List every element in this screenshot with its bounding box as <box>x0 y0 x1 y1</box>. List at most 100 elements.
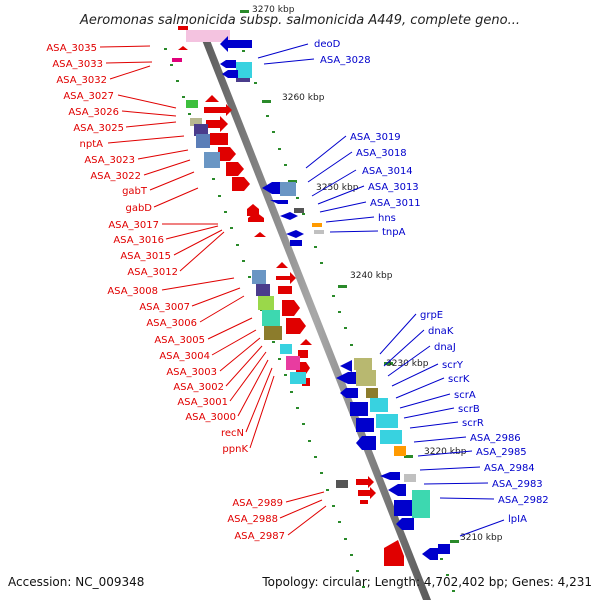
gene-label[interactable]: ASA_3025 <box>73 123 124 134</box>
gene-arrow-forward[interactable] <box>356 476 374 488</box>
gene-label[interactable]: hns <box>378 213 396 224</box>
gene-label[interactable]: ASA_3017 <box>108 220 159 231</box>
feature-block[interactable] <box>264 326 282 340</box>
gene-arrow-forward[interactable] <box>178 26 188 30</box>
gene-label[interactable]: ASA_2989 <box>232 498 283 509</box>
gene-arrow-reverse[interactable] <box>336 372 356 384</box>
gene-arrow-forward[interactable] <box>172 58 182 62</box>
gene-label[interactable]: deoD <box>314 39 341 50</box>
gene-arrow-forward[interactable] <box>248 212 264 222</box>
gene-label[interactable]: ASA_3003 <box>166 367 217 378</box>
gene-arrow-reverse[interactable] <box>290 240 302 246</box>
gene-arrow-forward[interactable] <box>384 540 404 566</box>
gene-label[interactable]: ASA_3006 <box>146 318 197 329</box>
feature-block[interactable] <box>394 446 406 456</box>
gene-label[interactable]: ASA_3012 <box>127 267 178 278</box>
gene-arrow-forward[interactable] <box>210 133 228 145</box>
gene-arrow-reverse[interactable] <box>286 230 304 238</box>
gene-arrow-forward[interactable] <box>254 232 266 237</box>
gene-label[interactable]: gabT <box>122 186 148 197</box>
gene-label[interactable]: lpIA <box>508 514 527 525</box>
gene-label[interactable]: ASA_3018 <box>356 148 407 159</box>
gene-label[interactable]: ASA_2982 <box>498 495 549 506</box>
gene-label[interactable]: ASA_3014 <box>362 166 413 177</box>
gene-arrow-forward[interactable] <box>278 286 292 294</box>
feature-block[interactable] <box>262 310 280 326</box>
gene-arrow-reverse[interactable] <box>438 544 450 554</box>
gene-arrow-forward[interactable] <box>226 162 244 176</box>
gene-arrow-forward[interactable] <box>300 339 312 345</box>
gene-label[interactable]: scrA <box>454 390 476 401</box>
feature-block[interactable] <box>194 124 208 136</box>
gene-arrow-forward[interactable] <box>286 318 306 334</box>
gene-label[interactable]: gabD <box>125 203 152 214</box>
gene-arrow-reverse[interactable] <box>396 518 414 530</box>
feature-block[interactable] <box>236 78 250 82</box>
gene-label[interactable]: scrB <box>458 404 480 415</box>
gene-label[interactable]: ASA_3004 <box>159 351 210 362</box>
gene-arrow-forward[interactable] <box>205 95 219 102</box>
gene-arrow-reverse[interactable] <box>220 60 236 68</box>
feature-block[interactable] <box>280 344 292 354</box>
gene-label[interactable]: ASA_2987 <box>234 531 285 542</box>
feature-block[interactable] <box>258 296 274 310</box>
feature-block[interactable] <box>404 474 416 482</box>
gene-label[interactable]: ASA_3028 <box>320 55 371 66</box>
gene-label[interactable]: ASA_3007 <box>139 302 190 313</box>
gene-arrow-forward[interactable] <box>298 350 308 358</box>
gene-arrow-reverse[interactable] <box>380 472 400 480</box>
feature-block[interactable] <box>380 430 402 444</box>
feature-block[interactable] <box>256 284 270 296</box>
feature-block[interactable] <box>412 490 430 518</box>
gene-arrow-forward[interactable] <box>282 300 300 316</box>
gene-arrow-forward[interactable] <box>178 46 188 50</box>
gene-label[interactable]: ASA_3035 <box>46 43 97 54</box>
feature-block[interactable] <box>314 230 324 234</box>
gene-label[interactable]: ASA_3016 <box>113 235 164 246</box>
gene-arrow-reverse[interactable] <box>280 212 298 220</box>
gene-arrow-forward[interactable] <box>358 487 376 499</box>
gene-arrow-reverse[interactable] <box>262 182 280 194</box>
gene-label[interactable]: ASA_3027 <box>63 91 114 102</box>
feature-block[interactable] <box>186 100 198 108</box>
gene-label[interactable]: recN <box>221 428 244 439</box>
feature-block[interactable] <box>280 182 296 196</box>
gene-label[interactable]: ASA_3032 <box>56 75 107 86</box>
gene-arrow-forward[interactable] <box>232 177 250 191</box>
gene-arrow-reverse[interactable] <box>270 200 288 204</box>
gene-label[interactable]: ASA_2988 <box>227 514 278 525</box>
feature-block[interactable] <box>376 414 398 428</box>
gene-label[interactable]: ASA_2985 <box>476 447 527 458</box>
gene-label[interactable]: ASA_3019 <box>350 132 401 143</box>
feature-block[interactable] <box>312 223 322 227</box>
gene-label[interactable]: ASA_3022 <box>90 171 141 182</box>
gene-label[interactable]: ASA_3005 <box>154 335 205 346</box>
feature-block[interactable] <box>236 62 252 78</box>
gene-label[interactable]: dnaK <box>428 326 454 337</box>
gene-label[interactable]: scrR <box>462 418 484 429</box>
gene-arrow-reverse[interactable] <box>350 402 368 416</box>
gene-arrow-forward[interactable] <box>204 104 232 116</box>
gene-arrow-reverse[interactable] <box>394 500 412 516</box>
gene-arrow-reverse[interactable] <box>356 418 374 432</box>
gene-arrow-forward[interactable] <box>360 500 368 504</box>
gene-label[interactable]: grpE <box>420 310 443 321</box>
gene-label[interactable]: dnaJ <box>434 342 456 353</box>
gene-label[interactable]: ASA_2983 <box>492 479 543 490</box>
feature-block[interactable] <box>354 358 372 370</box>
gene-arrow-reverse[interactable] <box>388 484 406 496</box>
gene-label[interactable]: nptA <box>80 139 104 150</box>
gene-label[interactable]: scrK <box>448 374 470 385</box>
gene-arrow-reverse[interactable] <box>422 548 438 560</box>
feature-block[interactable] <box>366 388 378 398</box>
gene-label[interactable]: ASA_3026 <box>68 107 119 118</box>
gene-label[interactable]: ASA_3015 <box>120 251 171 262</box>
feature-block[interactable] <box>286 356 300 370</box>
gene-label[interactable]: ASA_3002 <box>173 382 224 393</box>
gene-arrow-reverse[interactable] <box>356 436 376 450</box>
feature-block[interactable] <box>356 370 376 386</box>
feature-block[interactable] <box>190 118 202 126</box>
gene-arrow-reverse[interactable] <box>340 360 352 372</box>
gene-label[interactable]: ASA_2986 <box>470 433 521 444</box>
gene-arrow-reverse[interactable] <box>220 36 252 52</box>
